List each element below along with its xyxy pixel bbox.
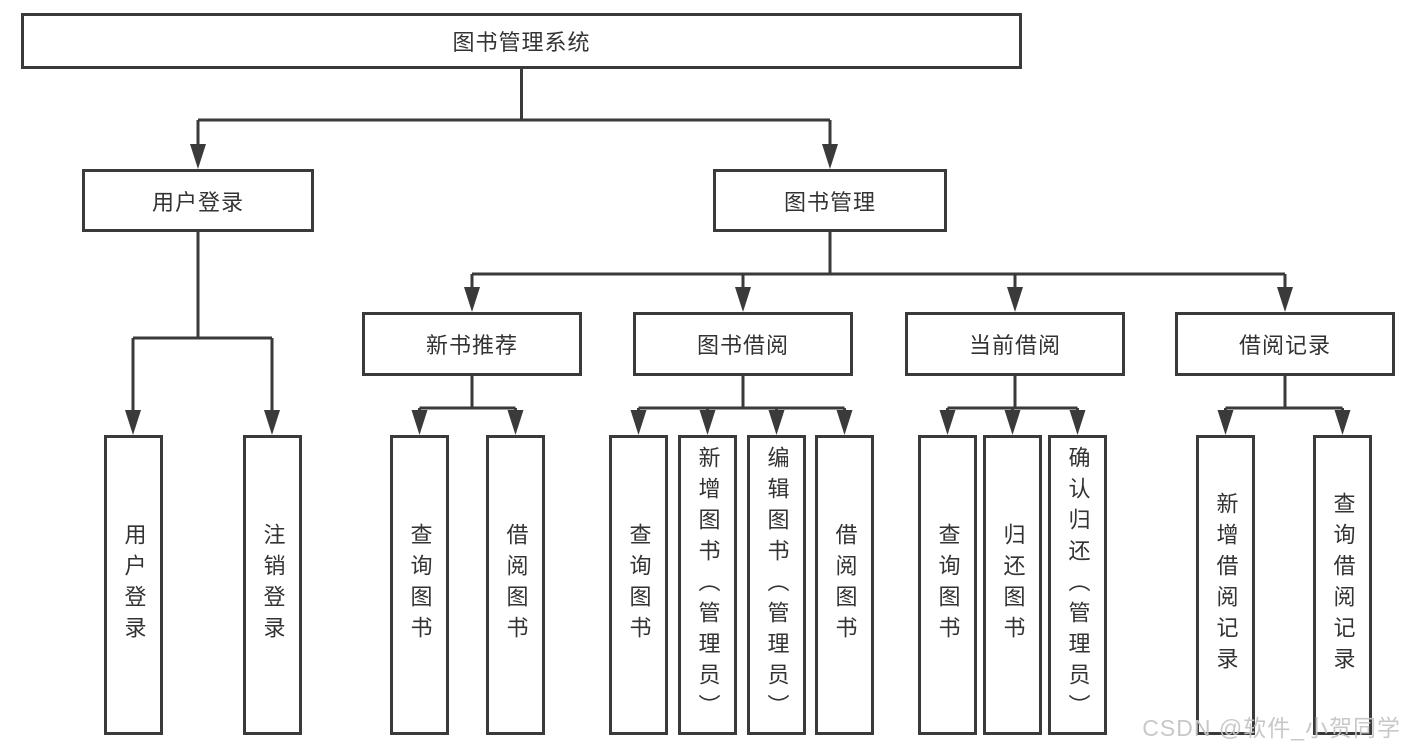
leaf-current-query-book-label: 查询图书 <box>935 523 961 647</box>
leaf-current-query-book: 查询图书 <box>918 435 977 735</box>
leaf-borrowing-query-book: 查询图书 <box>609 435 668 735</box>
arrowhead-icon-17 <box>1217 410 1234 435</box>
arrowhead-icon-11 <box>699 410 716 435</box>
arrowhead-icon-7 <box>1277 287 1293 312</box>
leaf-user-login-label: 用户登录 <box>121 523 147 647</box>
leaf-user-login: 用户登录 <box>104 435 163 735</box>
arrowhead-icon-1 <box>822 144 838 169</box>
leaf-borrowing-query-book-label: 查询图书 <box>626 523 652 647</box>
leaf-edit-book-admin-label: 编辑图书（管理员） <box>764 445 790 725</box>
node-user-login: 用户登录 <box>82 169 314 232</box>
node-borrowing-records: 借阅记录 <box>1175 312 1395 376</box>
arrowhead-icon-2 <box>125 410 141 435</box>
arrowhead-icon-3 <box>264 410 280 435</box>
leaf-add-borrow-record-label: 新增借阅记录 <box>1213 492 1239 678</box>
arrowhead-icon-5 <box>735 287 751 312</box>
leaf-query-borrow-record: 查询借阅记录 <box>1313 435 1372 735</box>
leaf-add-book-admin-label: 新增图书（管理员） <box>695 445 721 725</box>
leaf-recommend-query-book-label: 查询图书 <box>407 523 433 647</box>
node-book-borrowing: 图书借阅 <box>633 312 853 376</box>
leaf-logout-label: 注销登录 <box>260 523 286 647</box>
node-root-label: 图书管理系统 <box>452 30 591 55</box>
arrowhead-icon-8 <box>411 410 428 435</box>
leaf-add-book-admin: 新增图书（管理员） <box>678 435 737 735</box>
arrowhead-icon-16 <box>1069 410 1086 435</box>
leaf-logout: 注销登录 <box>243 435 302 735</box>
arrowhead-icon-13 <box>836 410 853 435</box>
leaf-recommend-borrow-book: 借阅图书 <box>486 435 545 735</box>
arrowhead-icon-14 <box>939 410 956 435</box>
node-borrowing-records-label: 借阅记录 <box>1238 333 1331 358</box>
leaf-add-borrow-record: 新增借阅记录 <box>1196 435 1255 735</box>
node-new-book-recommend: 新书推荐 <box>362 312 582 376</box>
node-book-management: 图书管理 <box>713 169 947 232</box>
node-root: 图书管理系统 <box>21 13 1022 69</box>
arrowhead-icon-18 <box>1334 410 1351 435</box>
leaf-recommend-query-book: 查询图书 <box>390 435 449 735</box>
arrowhead-icon-6 <box>1007 287 1023 312</box>
node-book-management-label: 图书管理 <box>783 189 876 215</box>
node-new-book-recommend-label: 新书推荐 <box>425 333 518 358</box>
arrowhead-icon-10 <box>630 410 647 435</box>
node-current-borrowing: 当前借阅 <box>905 312 1125 376</box>
arrowhead-icon-4 <box>464 287 480 312</box>
leaf-query-borrow-record-label: 查询借阅记录 <box>1330 492 1356 678</box>
leaf-recommend-borrow-book-label: 借阅图书 <box>503 523 529 647</box>
arrowhead-icon-15 <box>1004 410 1021 435</box>
leaf-borrowing-borrow-book-label: 借阅图书 <box>832 523 858 647</box>
leaf-confirm-return-admin: 确认归还（管理员） <box>1048 435 1107 735</box>
leaf-return-book: 归还图书 <box>983 435 1042 735</box>
node-user-login-label: 用户登录 <box>151 189 244 215</box>
leaf-return-book-label: 归还图书 <box>1000 523 1026 647</box>
leaf-confirm-return-admin-label: 确认归还（管理员） <box>1065 445 1091 725</box>
node-book-borrowing-label: 图书借阅 <box>696 333 789 358</box>
arrowhead-icon-0 <box>190 144 206 169</box>
arrowhead-icon-9 <box>507 410 524 435</box>
arrowhead-icon-12 <box>768 410 785 435</box>
leaf-borrowing-borrow-book: 借阅图书 <box>815 435 874 735</box>
node-current-borrowing-label: 当前借阅 <box>968 333 1061 358</box>
csdn-watermark: CSDN @软件_小贺同学 <box>1142 715 1401 741</box>
leaf-edit-book-admin: 编辑图书（管理员） <box>747 435 806 735</box>
